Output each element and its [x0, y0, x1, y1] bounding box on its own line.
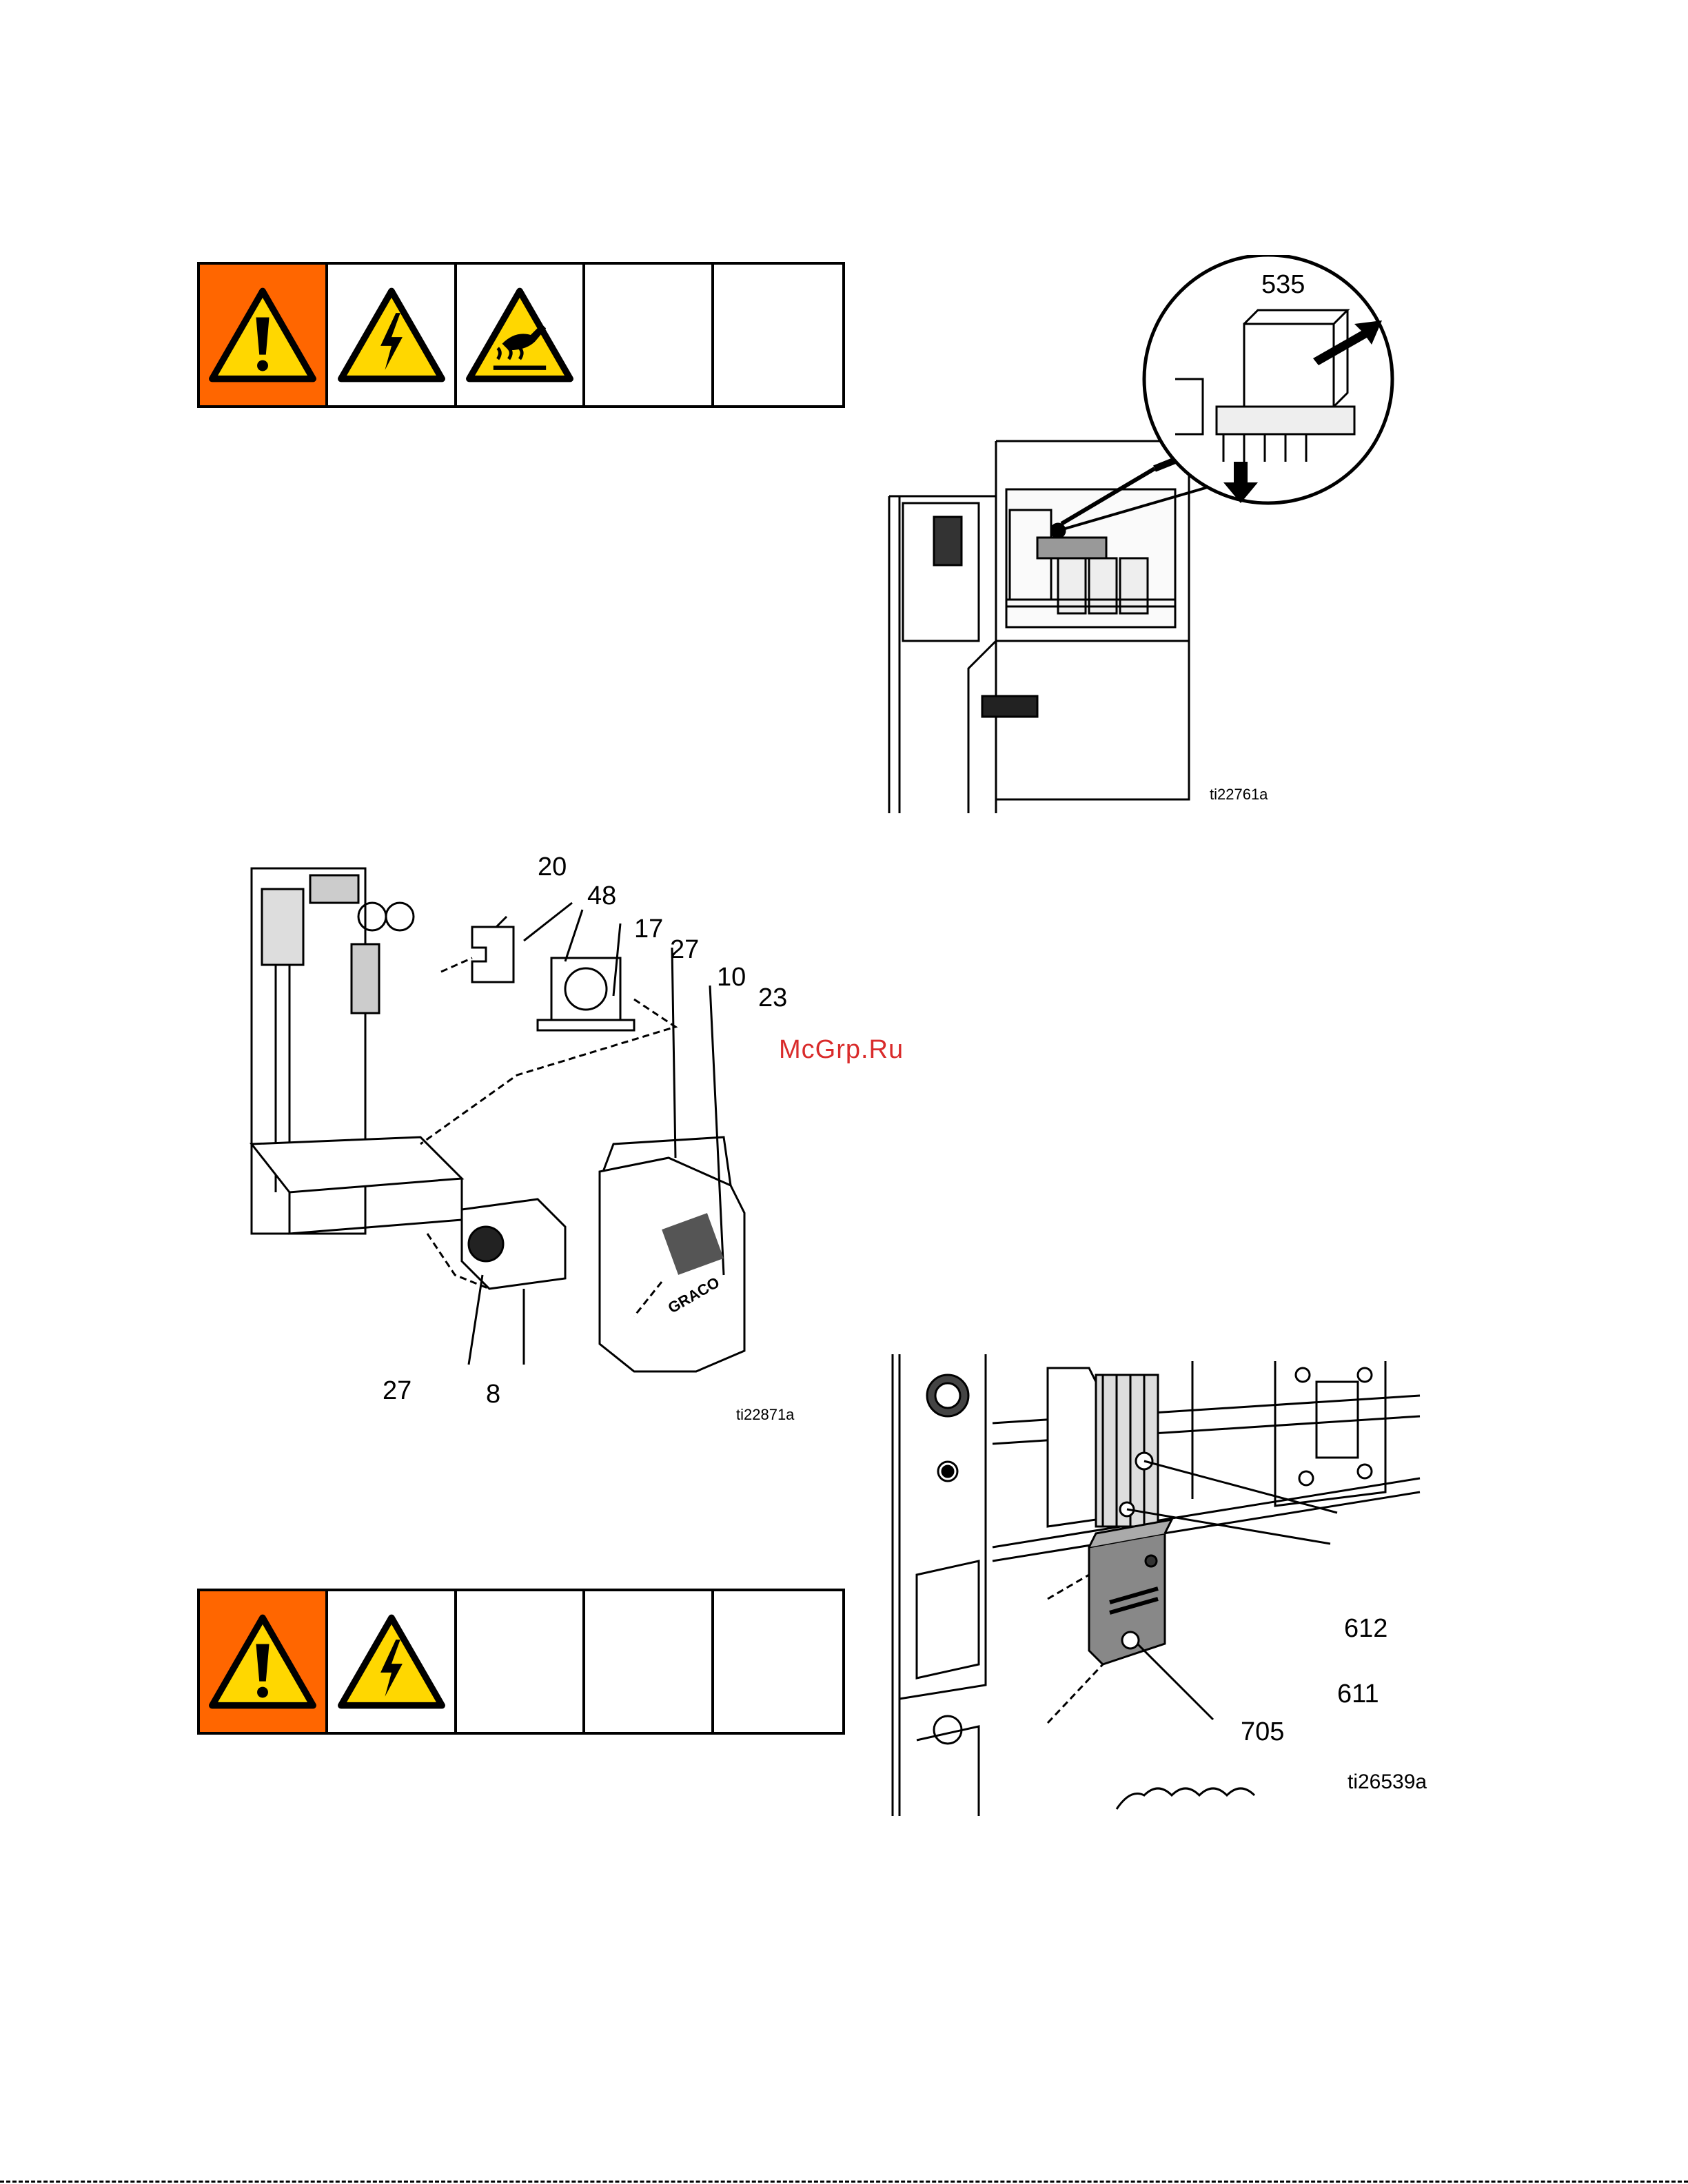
warning-cell-hot-surface — [457, 265, 585, 405]
figure-exploded-cover: GRACO 20 48 17 27 10 23 27 8 ti22871a — [248, 848, 834, 1433]
callout-535: 535 — [1261, 270, 1305, 299]
warning-cell-empty-2 — [585, 1591, 713, 1732]
general-warning-icon — [207, 1613, 318, 1710]
figure-module-mounting: 612 611 705 ti26539a — [889, 1354, 1447, 1816]
callout-27-bottom: 27 — [383, 1376, 411, 1405]
electric-shock-icon — [336, 1613, 447, 1710]
callout-27-top: 27 — [670, 935, 699, 964]
callout-10: 10 — [717, 963, 746, 992]
page-bottom-rule — [0, 2181, 1688, 2183]
callout-23: 23 — [758, 983, 787, 1012]
warning-cell-empty-1 — [585, 265, 713, 405]
figure-id-ti22761a: ti22761a — [1210, 786, 1268, 803]
warning-cell-empty-1 — [457, 1591, 585, 1732]
callout-612: 612 — [1344, 1614, 1387, 1643]
warning-cell-general — [200, 265, 328, 405]
electric-shock-icon — [336, 287, 447, 383]
warning-cell-electric — [328, 1591, 456, 1732]
callout-8: 8 — [486, 1380, 500, 1409]
callout-611: 611 — [1337, 1680, 1379, 1708]
callout-705: 705 — [1241, 1717, 1284, 1746]
general-warning-icon — [207, 287, 318, 383]
warning-cell-general — [200, 1591, 328, 1732]
warning-row-2 — [197, 1589, 845, 1735]
figure-id-ti22871a: ti22871a — [736, 1406, 795, 1423]
figure-id-ti26539a: ti26539a — [1348, 1770, 1427, 1793]
warning-row-1 — [197, 262, 845, 408]
callout-20: 20 — [538, 853, 567, 881]
watermark: McGrp.Ru — [779, 1035, 904, 1065]
figure-enclosure-535: 535 ti22761a — [886, 255, 1465, 813]
warning-cell-electric — [328, 265, 456, 405]
callout-48: 48 — [587, 881, 616, 910]
warning-cell-empty-3 — [714, 1591, 842, 1732]
callout-17: 17 — [634, 915, 663, 943]
warning-cell-empty-2 — [714, 265, 842, 405]
hot-surface-icon — [465, 287, 575, 383]
